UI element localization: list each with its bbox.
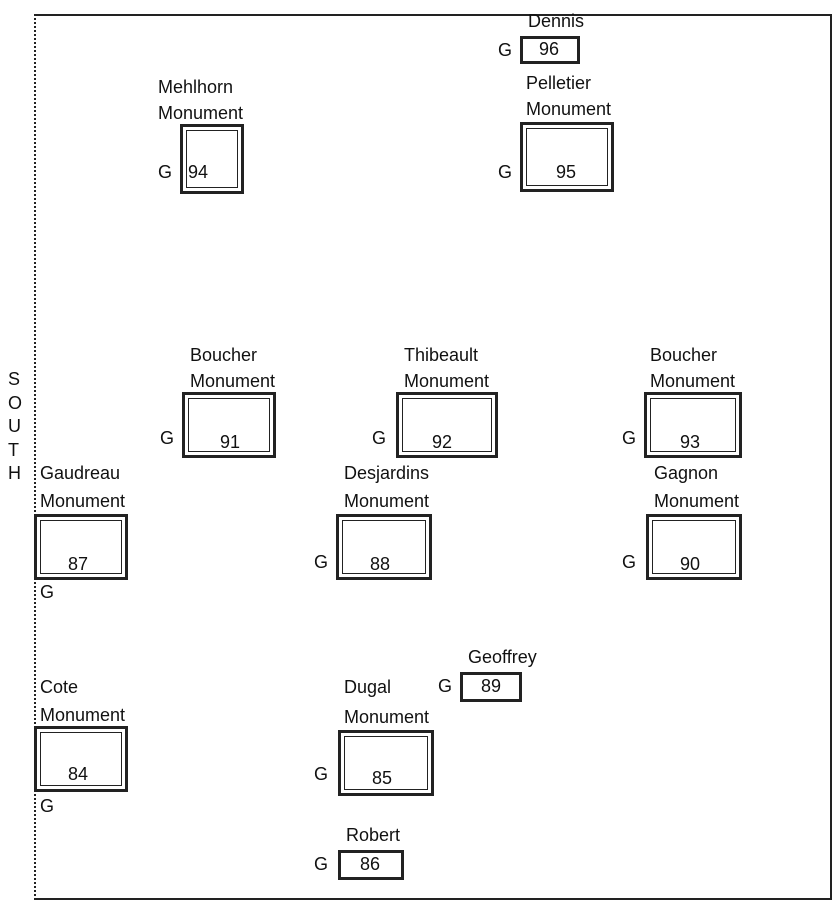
lot-85-monument: Monument (344, 707, 430, 727)
lot-95-plot (520, 122, 614, 192)
lot-86-name: Robert (346, 825, 401, 845)
lot-88-name: Desjardins (344, 463, 430, 483)
lot-84-grave-marker: G (40, 796, 55, 816)
lot-89-plot (460, 672, 522, 702)
lot-93-number: 93 (680, 432, 701, 452)
lot-91-number: 91 (220, 432, 241, 452)
lot-96-grave-marker: G (498, 40, 513, 60)
lot-94-grave-marker: G (158, 162, 173, 182)
lot-85-grave-marker: G (314, 764, 329, 784)
lot-92-name: Thibeault (404, 345, 479, 365)
lot-85-number: 85 (372, 768, 393, 788)
lot-94-monument: Monument (158, 103, 244, 123)
lot-91-plot (182, 392, 276, 458)
lot-89-name: Geoffrey (468, 647, 537, 667)
lot-92-grave-marker: G (372, 428, 387, 448)
lot-90-number: 90 (680, 554, 701, 574)
lot-95-name: Pelletier (526, 73, 592, 93)
lot-95-number: 95 (556, 162, 577, 182)
lot-88-plot (336, 514, 432, 580)
lot-90-grave-marker: G (622, 552, 637, 572)
lot-91-grave-marker: G (160, 428, 175, 448)
lot-95-monument: Monument (526, 99, 612, 119)
lot-94-number: 94 (188, 162, 209, 182)
lot-87-number: 87 (68, 554, 89, 574)
lot-87-grave-marker: G (40, 582, 55, 602)
lot-88-grave-marker: G (314, 552, 329, 572)
map-boundary (34, 14, 832, 900)
lot-89-grave-marker: G (438, 676, 453, 696)
lot-96-name: Dennis (528, 11, 585, 31)
lot-92-monument: Monument (404, 371, 490, 391)
lot-87-plot (34, 514, 128, 580)
lot-84-name: Cote (40, 677, 79, 697)
lot-87-monument: Monument (40, 491, 126, 511)
lot-84-monument: Monument (40, 705, 126, 725)
lot-94-plot (180, 124, 244, 194)
lot-89-number: 89 (481, 676, 502, 696)
lot-92-number: 92 (432, 432, 453, 452)
lot-92-plot (396, 392, 498, 458)
lot-91-monument: Monument (190, 371, 276, 391)
lot-84-plot (34, 726, 128, 792)
lot-90-monument: Monument (654, 491, 740, 511)
lot-85-name: Dugal (344, 677, 392, 697)
lot-88-number: 88 (370, 554, 391, 574)
lot-93-plot (644, 392, 742, 458)
lot-93-grave-marker: G (622, 428, 637, 448)
lot-87-name: Gaudreau (40, 463, 121, 483)
lot-86-grave-marker: G (314, 854, 329, 874)
lot-90-name: Gagnon (654, 463, 719, 483)
lot-93-monument: Monument (650, 371, 736, 391)
lot-95-grave-marker: G (498, 162, 513, 182)
south-label: S O U T H (8, 369, 23, 483)
lot-96-plot (520, 36, 580, 64)
lot-84-number: 84 (68, 764, 89, 784)
lot-88-monument: Monument (344, 491, 430, 511)
lot-93-name: Boucher (650, 345, 718, 365)
lot-90-plot (646, 514, 742, 580)
lot-91-name: Boucher (190, 345, 258, 365)
lot-94-name: Mehlhorn (158, 77, 234, 97)
lot-86-number: 86 (360, 854, 381, 874)
lot-85-plot (338, 730, 434, 796)
lot-86-plot (338, 850, 404, 880)
lot-96-number: 96 (539, 39, 560, 59)
